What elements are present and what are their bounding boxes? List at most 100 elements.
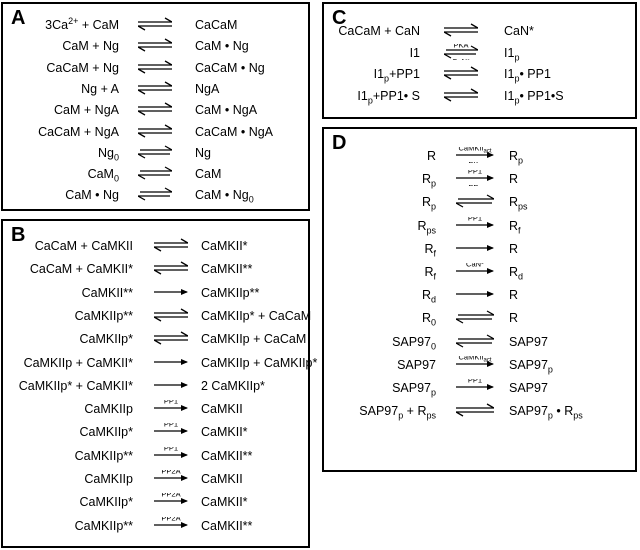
products: SAP97: [509, 379, 548, 397]
reactants: R: [427, 147, 436, 165]
products: CaMKIIp* + CaCaM: [201, 307, 311, 325]
equilibrium-arrow-icon: [137, 102, 173, 116]
subscript: p: [514, 52, 520, 62]
forward-arrow-icon: PP2A: [154, 513, 188, 528]
products: CaN*: [504, 22, 534, 40]
text-fragment: CaCaM + NgA: [38, 124, 119, 139]
products: Rd: [509, 263, 523, 281]
text-fragment: SAP97: [397, 357, 436, 372]
label-fragment: CaMKII: [458, 147, 483, 153]
reactants: Rf: [424, 240, 436, 258]
reactants: I1p+PP1: [374, 65, 420, 83]
products: SAP97p • Rps: [509, 402, 583, 420]
reactants: CaMKIIp*: [80, 423, 134, 441]
text-fragment: SAP97: [509, 381, 548, 395]
text-fragment: CaMKIIp**: [201, 285, 260, 300]
text-fragment: CaMKIIp*: [79, 425, 134, 440]
equilibrium-arrow-icon: [443, 87, 479, 102]
reactants: CaCaM + Ng: [46, 59, 119, 77]
equilibrium-arrow-icon: [443, 66, 479, 80]
reactants: SAP97p: [392, 379, 436, 397]
forward-arrow-icon: PP1PPb: [456, 167, 494, 194]
forward-arrow-icon: [154, 288, 188, 295]
reaction-arrow: CaMKIIact: [456, 352, 494, 377]
reversible-arrow-icon: [455, 310, 495, 324]
text-fragment: + CaM: [78, 18, 119, 32]
reactants: Rp: [422, 193, 436, 211]
reaction-row: RCaMKIIactPKbRp: [324, 144, 635, 172]
text-fragment: CaN*: [504, 24, 534, 38]
subscript: p: [547, 364, 553, 375]
text-fragment: CaM • NgA: [195, 103, 258, 118]
panel-c: C CaCaM + CaNCaN*I1PKACaN*I1pI1p+PP1I1p•…: [322, 2, 637, 119]
arrow-top-label: PP2A: [161, 470, 180, 476]
reversible-arrow-icon: [137, 187, 173, 201]
products: CaCaM • Ng: [195, 59, 265, 77]
text-fragment: I1: [357, 88, 368, 103]
products: R: [509, 240, 518, 258]
reaction-arrow: [137, 123, 173, 144]
panel-d: D RCaMKIIactPKbRpRpPP1PPbRRpRpsRpsPP1RfR…: [322, 127, 637, 472]
label-fragment: PP2A: [161, 517, 180, 523]
text-fragment: • R: [552, 404, 574, 419]
text-fragment: • PP1: [519, 67, 551, 81]
reaction-arrow: [455, 402, 495, 423]
subscript: ps: [573, 410, 583, 421]
reactants: CaM • Ng: [65, 186, 119, 204]
text-fragment: SAP97: [392, 334, 431, 349]
reaction-arrow: PP1: [456, 376, 494, 400]
text-fragment: CaM • Ng: [195, 188, 249, 203]
reactants: 3Ca2+ + CaM: [45, 16, 119, 34]
products: CaM: [195, 165, 221, 183]
text-fragment: CaMKIIp + CaMKIIp*: [201, 355, 318, 370]
text-fragment: CaMKIIp**: [74, 308, 133, 323]
reaction-arrow: [153, 260, 189, 281]
reactants: SAP970: [392, 333, 436, 351]
subscript: d: [518, 271, 524, 282]
label-fragment: PP1: [468, 170, 482, 176]
reversible-arrow-icon: [455, 334, 495, 348]
reactants: Rd: [422, 286, 436, 304]
text-fragment: R: [421, 195, 431, 210]
subscript: f: [518, 225, 521, 236]
text-fragment: +PP1: [389, 67, 420, 81]
text-fragment: CaMKIIp*: [79, 495, 134, 510]
reaction-arrow: [443, 87, 479, 108]
subscript: ps: [426, 410, 436, 421]
products: CaMKIIp + CaMKIIp*: [201, 354, 317, 372]
text-fragment: R: [424, 265, 434, 279]
equilibrium-arrow-icon: [153, 308, 189, 322]
reaction-row: SAP97p PP1 SAP97: [324, 376, 635, 400]
text-fragment: R: [421, 311, 431, 326]
text-fragment: CaMKII: [201, 472, 243, 486]
panel-label: D: [332, 132, 347, 154]
reaction-arrow: [443, 22, 479, 43]
equilibrium-arrow-icon: [455, 403, 495, 417]
forward-arrow-icon: PP2A: [154, 467, 188, 481]
products: Rf: [509, 217, 521, 235]
subscript: p: [514, 95, 520, 105]
forward-arrow-icon: [456, 291, 494, 298]
reactants: Ng + A: [81, 80, 119, 98]
text-fragment: 2 CaMKIIp*: [201, 378, 265, 393]
panel-label: B: [11, 224, 26, 246]
subscript: f: [433, 271, 436, 282]
text-fragment: CaCaM + CaMKII*: [29, 262, 133, 277]
products: CaMKII**: [201, 517, 252, 535]
text-fragment: SAP97: [509, 357, 548, 372]
subscript: p: [430, 178, 436, 189]
reactants: CaM + NgA: [54, 101, 119, 119]
reaction-row: CaM + NgA CaM • NgA: [3, 101, 308, 119]
arrow-top-label: CaMKIIact: [458, 356, 491, 364]
text-fragment: R: [509, 195, 519, 210]
text-fragment: CaMKII: [201, 402, 243, 417]
text-fragment: R: [509, 241, 519, 256]
